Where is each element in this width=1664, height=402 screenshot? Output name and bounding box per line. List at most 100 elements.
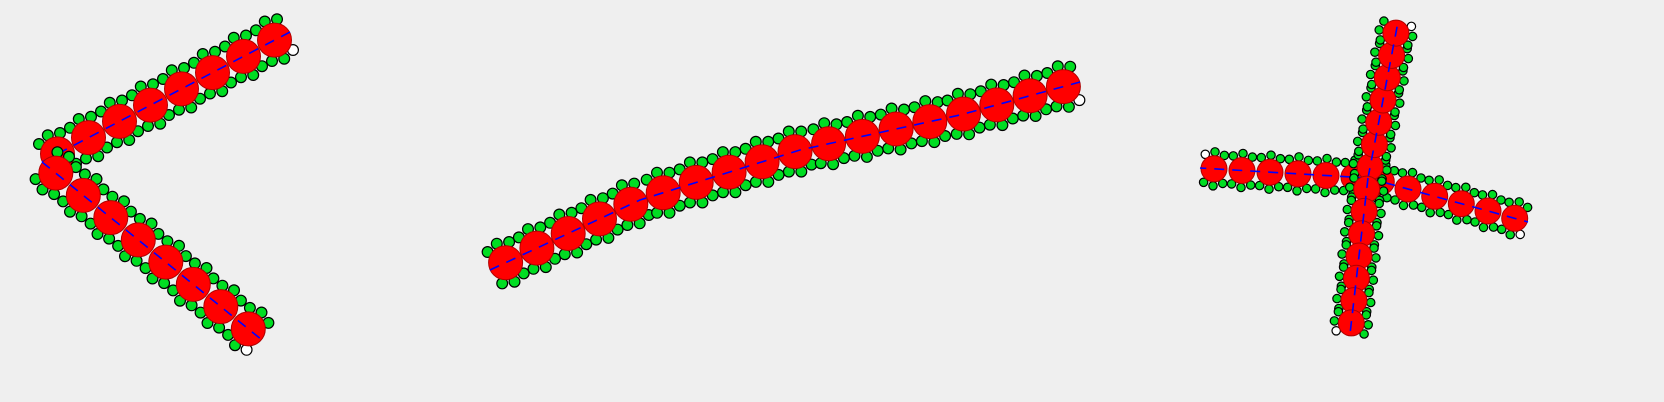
- bead: [188, 45, 238, 100]
- bead-body: [38, 155, 74, 191]
- side-node: [1345, 182, 1355, 192]
- side-node: [1245, 180, 1256, 190]
- bead: [167, 257, 220, 312]
- bead-body: [65, 177, 101, 213]
- side-node: [1382, 165, 1392, 175]
- side-node: [1343, 217, 1354, 228]
- cross-chain-right-arm: [1363, 160, 1533, 240]
- side-node: [1329, 316, 1340, 326]
- bead: [250, 13, 300, 67]
- bead: [222, 301, 275, 356]
- cross-chain-down-arm: [1329, 173, 1389, 339]
- bead-body: [1284, 160, 1312, 188]
- bead-body: [613, 186, 649, 222]
- side-node: [1363, 319, 1373, 330]
- side-node: [1334, 271, 1345, 282]
- side-node: [1381, 151, 1392, 162]
- side-node: [1407, 167, 1418, 178]
- bead-body: [93, 200, 129, 236]
- side-node: [1505, 229, 1515, 240]
- bead-body: [257, 22, 292, 58]
- side-node: [1416, 202, 1427, 213]
- bead: [1365, 60, 1409, 95]
- bead: [84, 190, 137, 245]
- side-node: [1394, 85, 1405, 95]
- spine-line: [1367, 177, 1529, 223]
- side-node: [1361, 92, 1372, 102]
- bead: [544, 206, 593, 261]
- spine-line: [1367, 21, 1399, 179]
- side-node: [1247, 152, 1258, 162]
- bead: [112, 212, 165, 267]
- bead-body: [912, 104, 948, 140]
- bead: [1282, 152, 1314, 196]
- side-node: [1333, 306, 1344, 317]
- bead-body: [1356, 153, 1384, 181]
- bead-body: [550, 216, 586, 251]
- bead-body: [1378, 41, 1406, 69]
- bead-body: [1012, 78, 1048, 114]
- bead-body: [133, 87, 168, 123]
- arc-chain-figure: [481, 60, 1086, 290]
- side-node: [1238, 148, 1248, 159]
- side-node: [1496, 224, 1507, 235]
- cross-chain-up-arm: [1348, 16, 1418, 184]
- bead-body: [1373, 64, 1401, 92]
- side-node: [1398, 200, 1409, 211]
- bead: [575, 192, 624, 246]
- bead: [125, 78, 176, 132]
- bead: [1345, 173, 1389, 206]
- side-node: [1359, 329, 1369, 339]
- side-node: [1339, 227, 1350, 237]
- bead: [1007, 69, 1053, 122]
- spine-line: [489, 81, 1081, 271]
- bead-body: [203, 289, 239, 325]
- side-node: [1407, 31, 1418, 42]
- bead-body: [71, 120, 106, 156]
- side-node: [1217, 178, 1228, 189]
- bead-body: [878, 111, 914, 147]
- bead-body: [1360, 131, 1388, 159]
- bead-body: [519, 230, 555, 266]
- side-node: [1341, 240, 1351, 250]
- bead: [807, 117, 850, 171]
- side-node: [1386, 143, 1396, 153]
- side-node: [1210, 147, 1220, 157]
- side-node: [1390, 120, 1401, 131]
- side-node: [1461, 182, 1471, 193]
- bead-body: [120, 222, 156, 258]
- bead: [94, 94, 145, 149]
- side-node: [1331, 157, 1342, 167]
- bead: [1198, 147, 1230, 191]
- side-node: [1394, 98, 1405, 108]
- side-node: [1425, 207, 1435, 218]
- bead: [157, 61, 207, 116]
- bead: [57, 168, 110, 223]
- bead: [1352, 127, 1396, 162]
- bead-body: [946, 96, 981, 132]
- bead: [1374, 16, 1418, 50]
- side-node: [1275, 153, 1286, 164]
- side-node: [1198, 177, 1209, 188]
- chevron-chain-lower-arm: [29, 146, 275, 356]
- bead: [874, 102, 918, 156]
- spine-line: [41, 161, 263, 341]
- bead-body: [582, 201, 617, 237]
- bead: [974, 78, 1019, 132]
- bead-body: [1474, 197, 1502, 225]
- chevron-chain-figure: [29, 13, 300, 356]
- bead: [1334, 262, 1379, 295]
- side-node: [1236, 182, 1246, 193]
- side-node: [1320, 187, 1330, 198]
- side-node: [1219, 150, 1230, 161]
- side-node: [1329, 185, 1340, 195]
- side-node: [1332, 293, 1342, 304]
- arc-chain-arc: [481, 60, 1086, 290]
- side-node: [1403, 40, 1413, 50]
- bead: [1470, 189, 1506, 233]
- bead: [1348, 150, 1392, 184]
- side-node: [1357, 114, 1367, 124]
- side-node: [1322, 153, 1332, 164]
- bead: [139, 235, 192, 290]
